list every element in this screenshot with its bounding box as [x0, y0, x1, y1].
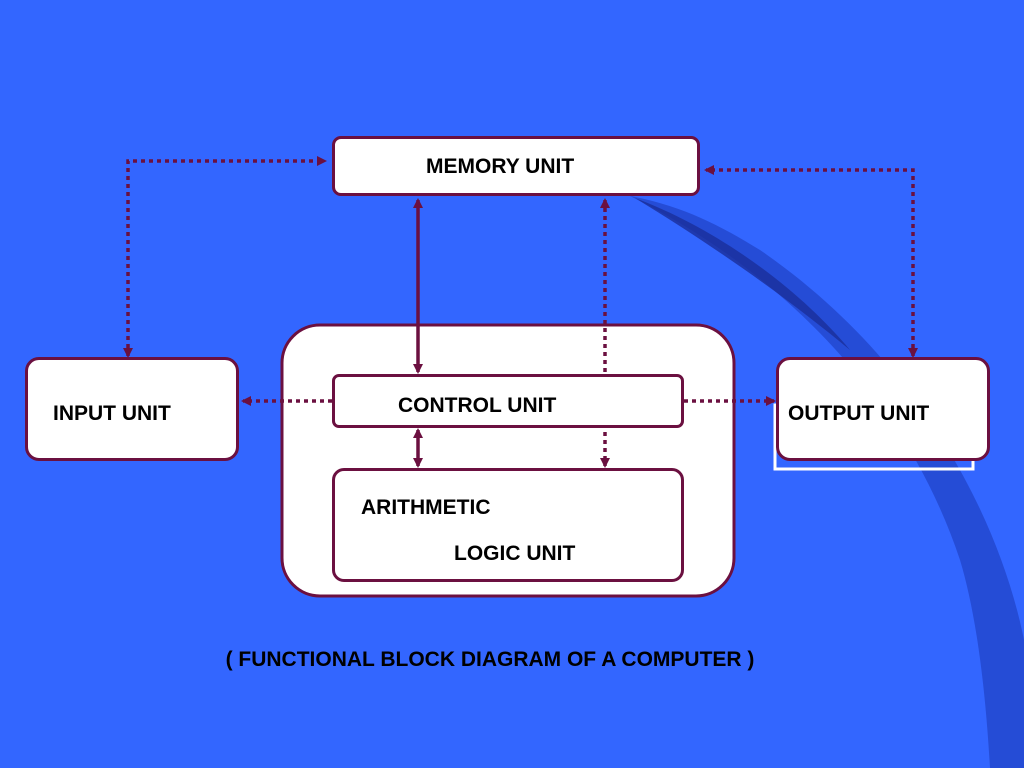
input-unit-box: [25, 357, 239, 461]
diagram-caption: ( FUNCTIONAL BLOCK DIAGRAM OF A COMPUTER…: [225, 648, 755, 671]
memory-unit-box: [332, 136, 700, 196]
memory-unit-label: MEMORY UNIT: [426, 155, 575, 178]
control-unit-box: [332, 374, 684, 428]
edge-output-memory: [704, 165, 918, 358]
output-unit-box: [776, 357, 990, 461]
alu-label-line2: LOGIC UNIT: [454, 542, 576, 565]
alu-label-line1: ARITHMETIC: [361, 496, 491, 519]
input-unit-label: INPUT UNIT: [53, 402, 171, 425]
control-unit-label: CONTROL UNIT: [398, 394, 557, 417]
output-unit-label: OUTPUT UNIT: [788, 402, 930, 425]
alu-box: [332, 468, 684, 582]
edge-input-memory: [123, 156, 327, 358]
